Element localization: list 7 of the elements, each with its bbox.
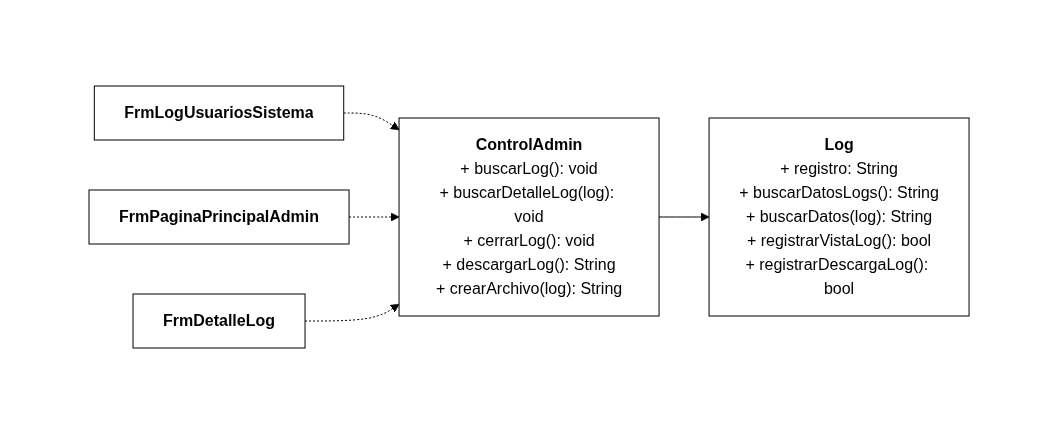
node-box: FrmLogUsuariosSistema	[94, 85, 345, 140]
node-box: FrmDetalleLog	[133, 293, 306, 348]
node-box: ControlAdmin + buscarLog(): void + buscarDetalleLog(log): void + cerrarLog(): void + descargarLog(): String + crearArchivo(log): String	[399, 117, 660, 316]
arrow	[349, 212, 400, 221]
node-box: Log + registro: String + buscarDatosLogs(): String + buscarDatos(log): String + registrarVistaLog(): bool + registrarDescargaLog(): bool	[709, 117, 970, 316]
arrow	[659, 212, 710, 221]
node-box: FrmPaginaPrincipalAdmin	[88, 189, 350, 244]
